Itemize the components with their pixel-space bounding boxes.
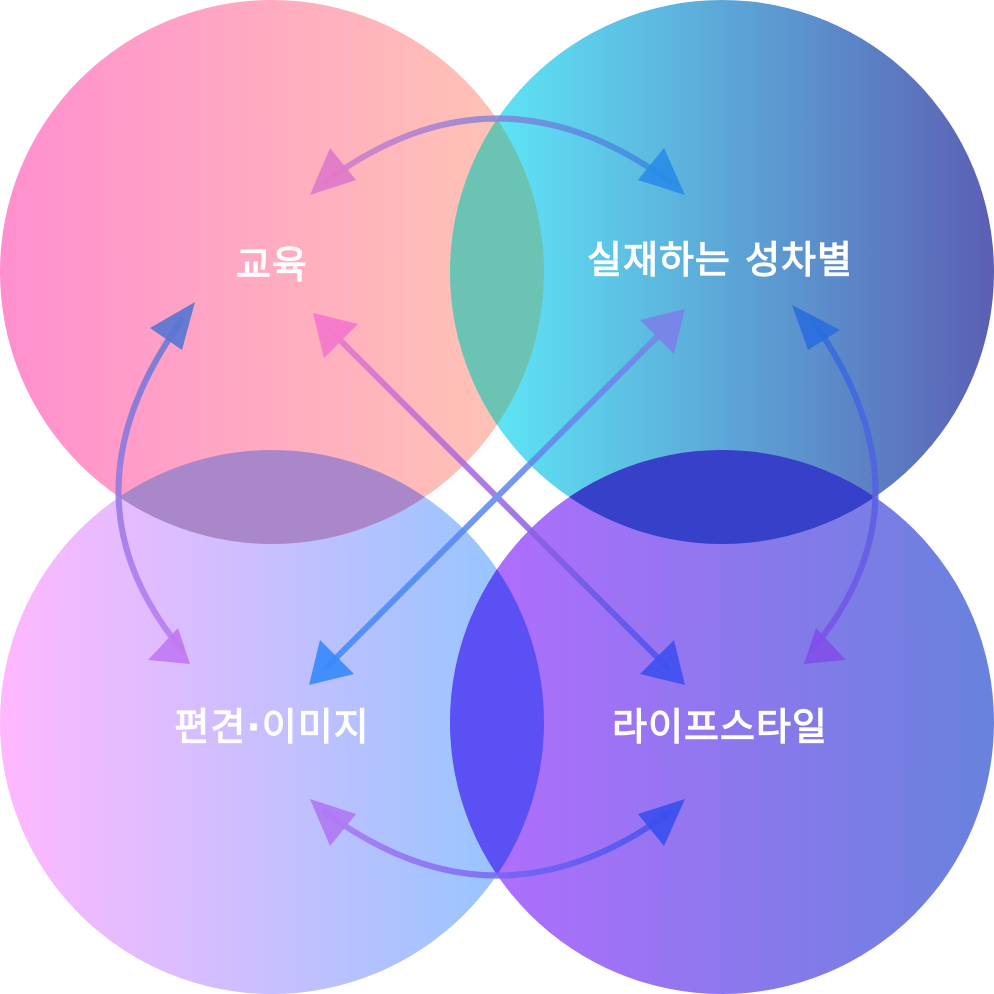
label-prejudice-image: 편견·이미지 [174,705,370,749]
arrow-left-curve [115,317,185,653]
arrowhead-left-top [150,302,195,350]
arrow-right-curve [809,317,879,653]
label-lifestyle: 라이프스타일 [612,705,828,749]
arrowhead-diagonal-down-end [640,640,685,685]
arrow-diagonal-up [323,323,671,671]
arrow-top-curve [322,115,673,185]
arrowhead-right-top [792,305,840,350]
arrowhead-top-left [310,148,356,195]
arrowhead-diagonal-up-end [309,640,354,685]
arrowhead-diagonal-up-start [640,309,685,354]
arrowhead-top-right [638,148,685,195]
arrowhead-bottom-right [638,799,685,846]
arrowhead-left-bottom [148,628,190,664]
arrow-bottom-curve [322,809,673,879]
label-real-discrimination: 실재하는 성차별 [587,238,853,282]
arrowhead-bottom-left [310,799,356,846]
arrowhead-diagonal-down-start [313,313,358,358]
arrowhead-right-bottom [804,628,846,664]
label-education: 교육 [236,243,308,287]
